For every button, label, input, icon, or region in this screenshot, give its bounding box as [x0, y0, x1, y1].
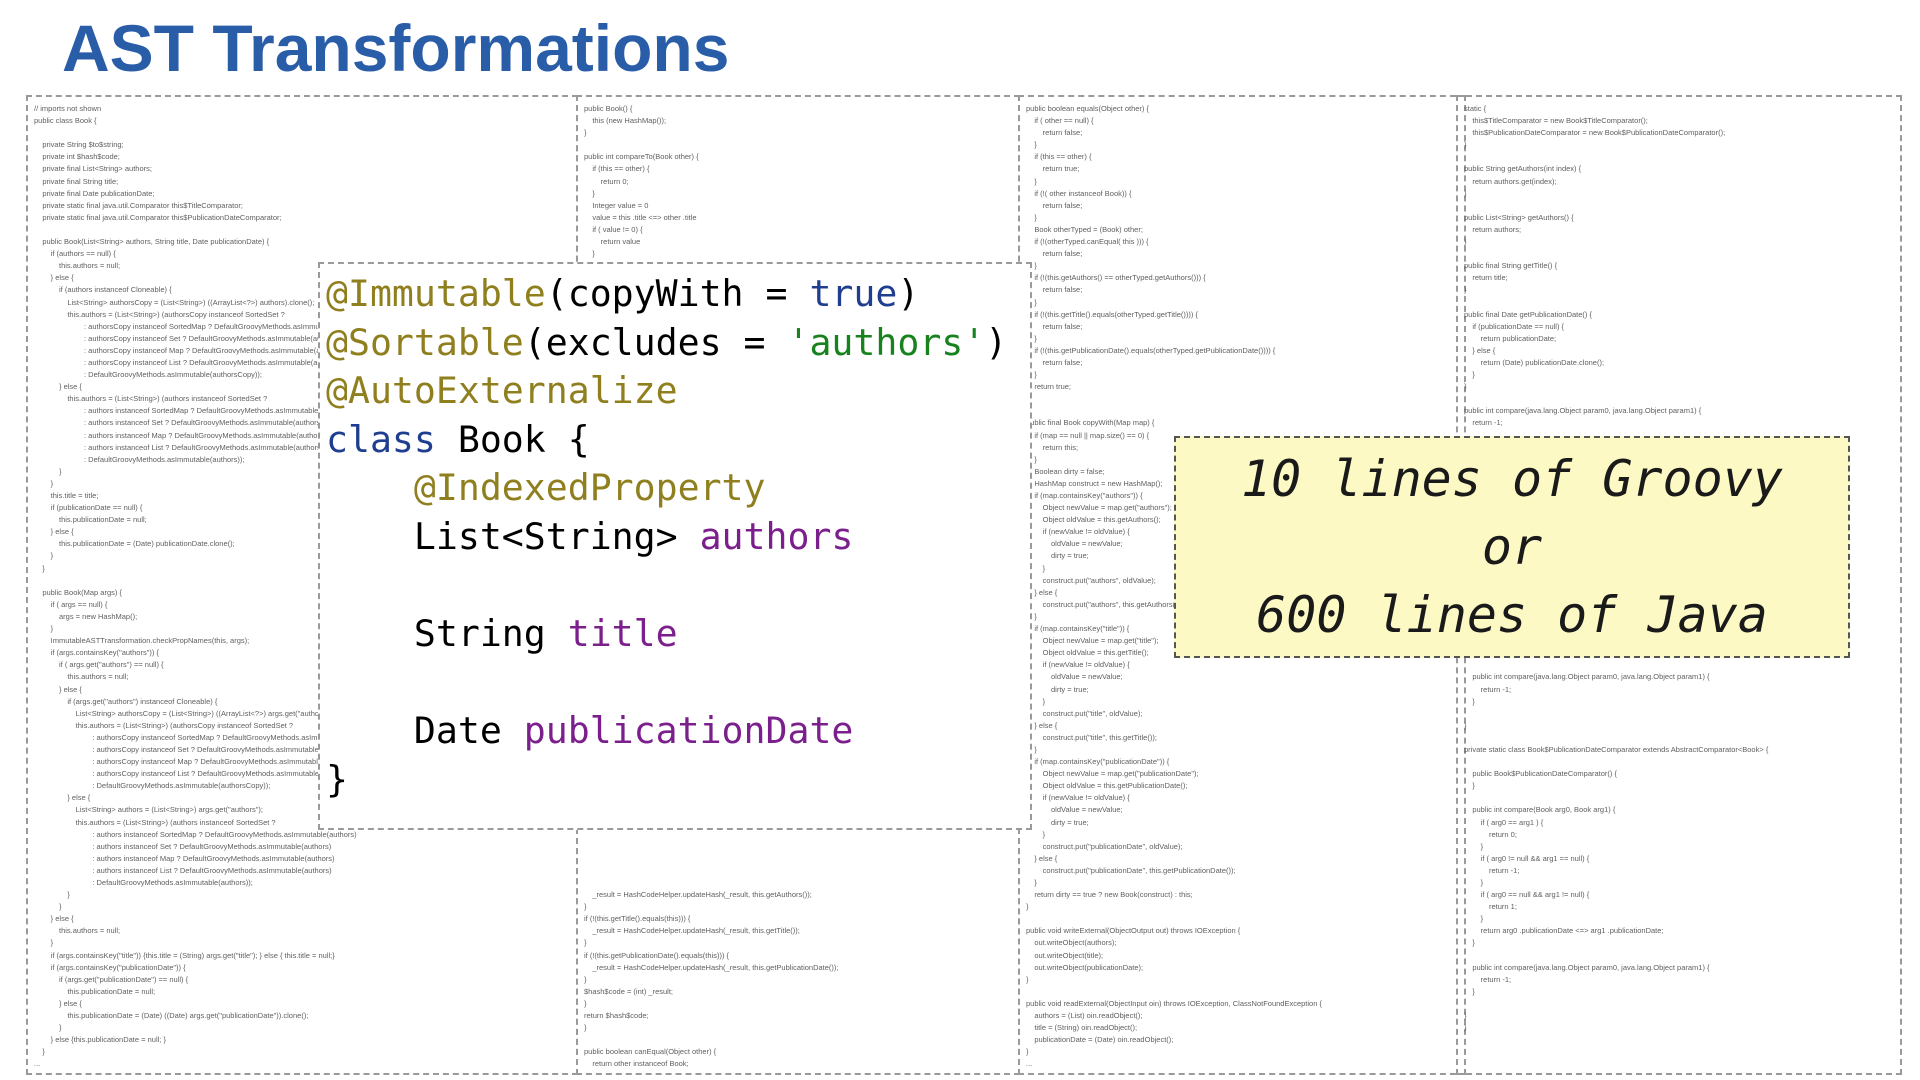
slide-title: AST Transformations [62, 11, 730, 85]
code-line [326, 659, 1030, 708]
code-line: @IndexedProperty [326, 464, 1030, 513]
code-line: @AutoExternalize [326, 367, 1030, 416]
code-token: 'authors' [787, 320, 986, 364]
code-line: String title [326, 610, 1030, 659]
code-token: Book { [435, 417, 590, 461]
code-token: ) [985, 320, 1008, 364]
code-token: List<String> [326, 514, 700, 558]
code-token: (excludes = [523, 320, 788, 364]
java-code-text: static { this$TitleComparator = new Book… [1464, 104, 1769, 1033]
code-token: @AutoExternalize [326, 369, 678, 413]
comparison-callout: 10 lines of Groovy or 600 lines of Java [1174, 436, 1850, 658]
code-token: @IndexedProperty [413, 466, 766, 510]
java-code-panel: // imports not shown public class Book {… [26, 95, 578, 1075]
code-line: List<String> authors [326, 513, 1030, 562]
code-token: publicationDate [523, 709, 854, 753]
code-line: } [326, 756, 1030, 805]
code-token: title [567, 612, 678, 656]
code-token: ) [897, 272, 920, 315]
code-token: true [809, 272, 898, 315]
code-token: } [326, 757, 348, 801]
code-line: @Immutable(copyWith = true) [326, 270, 1030, 319]
code-token: @Sortable [326, 320, 524, 364]
code-token: (copyWith = [545, 272, 810, 315]
code-token: String [326, 612, 568, 656]
callout-line: or [1481, 518, 1543, 576]
code-token [326, 466, 414, 509]
code-token: authors [699, 514, 854, 558]
java-code-text: public boolean equals(Object other) { if… [1026, 104, 1322, 1069]
groovy-code-box: @Immutable(copyWith = true)@Sortable(exc… [318, 262, 1032, 830]
code-line: class Book { [326, 416, 1030, 465]
code-line: @Sortable(excludes = 'authors') [326, 319, 1030, 368]
callout-line: 10 lines of Groovy [1241, 450, 1783, 508]
code-line: Date publicationDate [326, 707, 1030, 756]
java-code-text: // imports not shown public class Book {… [34, 104, 392, 1069]
code-line [326, 562, 1030, 611]
callout-line: 600 lines of Java [1256, 586, 1768, 644]
code-token: Date [326, 709, 524, 753]
java-code-text: public Book() { this (new HashMap()); } … [584, 104, 839, 1073]
code-token: @Immutable [326, 272, 546, 315]
code-token: class [326, 417, 436, 461]
